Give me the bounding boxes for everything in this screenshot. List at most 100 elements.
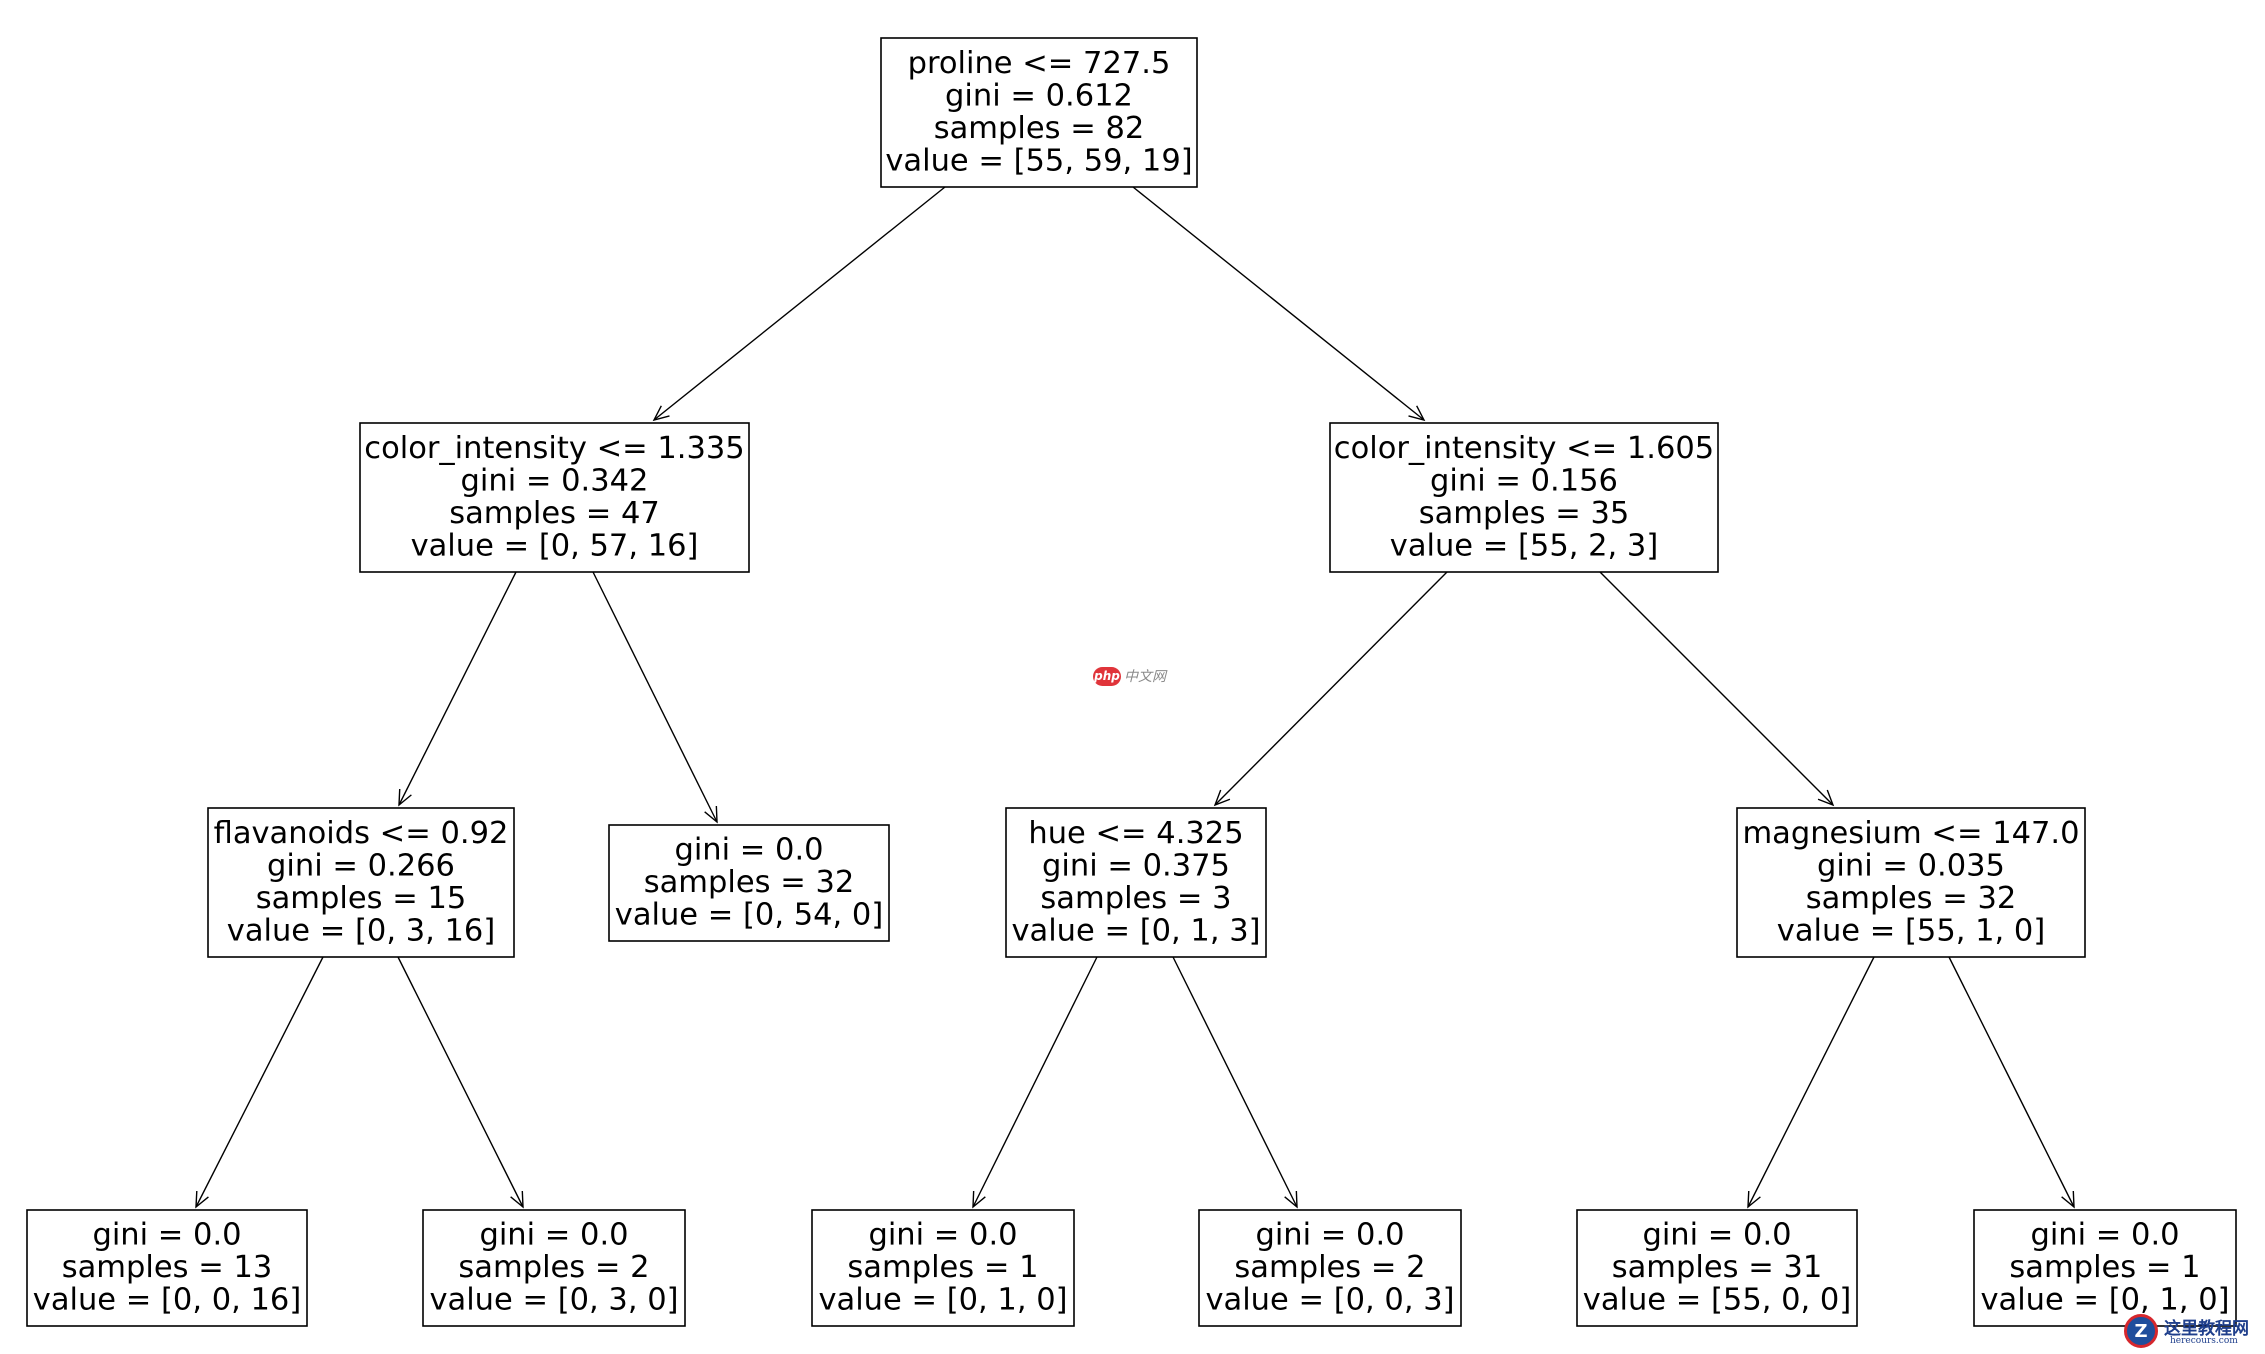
node-line: gini = 0.342 xyxy=(461,463,649,498)
arrow-head-icon xyxy=(1817,789,1835,807)
edge-line xyxy=(653,186,946,421)
arrow-head-icon xyxy=(652,405,670,422)
node-line: value = [0, 0, 16] xyxy=(33,1283,301,1318)
node-box xyxy=(359,422,750,573)
node-line: samples = 1 xyxy=(2009,1250,2200,1285)
node-line: value = [0, 1, 3] xyxy=(1011,913,1260,948)
node-line: color_intensity <= 1.605 xyxy=(1334,431,1714,466)
edge-line xyxy=(1599,571,1834,806)
edge-n6-n12 xyxy=(1948,956,2075,1209)
node-line: gini = 0.0 xyxy=(1255,1218,1404,1253)
node-line: samples = 35 xyxy=(1419,496,1630,531)
node-line: value = [55, 1, 0] xyxy=(1777,913,2045,948)
arrow-head-icon xyxy=(704,805,718,824)
edge-line xyxy=(397,956,524,1208)
node-line: value = [55, 0, 0] xyxy=(1583,1283,1851,1318)
node-line: samples = 47 xyxy=(449,496,660,531)
node-line: value = [0, 1, 0] xyxy=(1980,1283,2229,1318)
node-line: gini = 0.612 xyxy=(945,78,1133,113)
node-line: gini = 0.0 xyxy=(674,833,823,868)
edge-line xyxy=(398,571,517,806)
edge-line xyxy=(972,956,1098,1208)
edge-n6-n11 xyxy=(1747,956,1875,1209)
node-box xyxy=(1736,807,2086,958)
node-line: value = [0, 3, 0] xyxy=(429,1283,678,1318)
arrow-head-icon xyxy=(195,1190,209,1209)
node-line: value = [0, 3, 16] xyxy=(227,913,495,948)
arrow-head-icon xyxy=(1213,789,1231,807)
edge-line xyxy=(1747,956,1875,1208)
arrow-head-icon xyxy=(398,788,412,807)
node-box xyxy=(811,1209,1075,1327)
edge-n2-n5 xyxy=(1213,571,1448,807)
node-line: samples = 2 xyxy=(458,1250,649,1285)
edge-n1-n3 xyxy=(398,571,517,807)
node-box xyxy=(422,1209,686,1327)
edge-n3-n7 xyxy=(195,956,324,1209)
edge-n0-n1 xyxy=(652,186,946,422)
node-line: flavanoids <= 0.92 xyxy=(214,816,509,851)
node-line: magnesium <= 147.0 xyxy=(1742,816,2079,851)
node-line: samples = 13 xyxy=(62,1250,273,1285)
edge-n3-n8 xyxy=(397,956,524,1209)
edge-n5-n10 xyxy=(1172,956,1298,1209)
node-line: samples = 32 xyxy=(1806,881,2017,916)
edge-n1-n4 xyxy=(592,571,718,824)
node-box xyxy=(26,1209,308,1327)
arrow-head-icon xyxy=(972,1190,986,1209)
site-logo-icon: Z xyxy=(2124,1314,2158,1348)
node-box xyxy=(207,807,515,958)
node-line: value = [55, 59, 19] xyxy=(885,143,1192,178)
node-line: gini = 0.0 xyxy=(2030,1218,2179,1253)
node-line: samples = 31 xyxy=(1612,1250,1823,1285)
arrow-head-icon xyxy=(1284,1190,1298,1209)
node-line: samples = 82 xyxy=(934,111,1145,146)
node-box xyxy=(1329,422,1719,573)
node-line: value = [0, 57, 16] xyxy=(411,528,699,563)
edge-n2-n6 xyxy=(1599,571,1835,807)
edge-n5-n9 xyxy=(972,956,1098,1209)
node-box xyxy=(1576,1209,1858,1327)
edge-line xyxy=(1948,956,2075,1208)
arrow-head-icon xyxy=(1408,405,1426,422)
node-line: gini = 0.0 xyxy=(479,1218,628,1253)
php-watermark-text: 中文网 xyxy=(1124,669,1166,685)
node-line: samples = 2 xyxy=(1234,1250,1425,1285)
edge-line xyxy=(592,571,718,823)
node-line: value = [55, 2, 3] xyxy=(1390,528,1658,563)
node-box xyxy=(1198,1209,1462,1327)
edge-line xyxy=(1132,186,1425,421)
node-box xyxy=(1973,1209,2237,1327)
node-line: hue <= 4.325 xyxy=(1028,816,1243,851)
node-line: gini = 0.156 xyxy=(1430,463,1618,498)
site-url: herecours.com xyxy=(2170,1336,2238,1346)
arrow-head-icon xyxy=(1747,1190,1761,1209)
node-line: gini = 0.0 xyxy=(1642,1218,1791,1253)
node-line: gini = 0.035 xyxy=(1817,848,2005,883)
node-box xyxy=(608,824,890,942)
edge-line xyxy=(1214,571,1448,806)
corner-watermark: Z 这里教程网 herecours.com xyxy=(2120,1310,2265,1354)
node-line: samples = 15 xyxy=(256,881,467,916)
node-line: samples = 3 xyxy=(1040,881,1231,916)
tree-edges xyxy=(195,186,2075,1209)
node-line: samples = 1 xyxy=(847,1250,1038,1285)
node-box xyxy=(880,37,1198,188)
node-line: gini = 0.266 xyxy=(267,848,455,883)
node-line: gini = 0.375 xyxy=(1042,848,1230,883)
node-box xyxy=(1005,807,1267,958)
arrow-head-icon xyxy=(510,1190,524,1209)
edge-line xyxy=(195,956,324,1208)
